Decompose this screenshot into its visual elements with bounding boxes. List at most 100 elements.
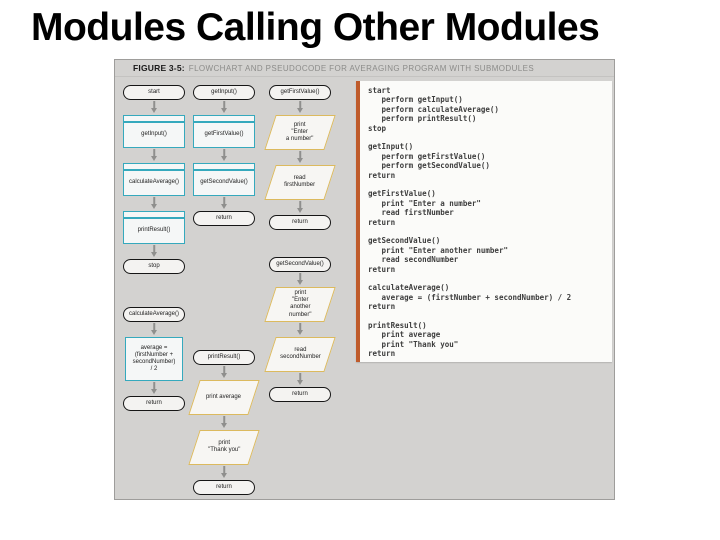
arrow-down-icon [265,200,335,215]
flowchart-node-terminator: stop [123,259,185,274]
flowchart-node-label: printResult() [207,353,241,360]
arrow-down-icon [191,100,257,115]
arrow-down-icon [265,372,335,387]
flowchart-node-module: calculateAverage() [123,163,185,196]
pseudocode-line: perform getSecondValue() [368,161,490,171]
flowchart-node-module: getInput() [123,115,185,148]
pseudocode-line: calculateAverage() [368,283,450,293]
arrow-down-icon [191,196,257,211]
figure-panel: FIGURE 3-5: FLOWCHART AND PSEUDOCODE FOR… [114,59,615,500]
flowchart-segment-getFirstValue: getFirstValue() print "Enter a number" rea… [264,85,336,230]
figure-caption: FLOWCHART AND PSEUDOCODE FOR AVERAGING P… [188,63,535,73]
flowchart-segment-calculateAverage: calculateAverage() average = (firstNumber… [121,307,187,411]
arrow-down-icon [121,381,187,396]
flowchart-node-io: print "Enter another number" [264,287,336,322]
flowchart-node-label: getSecondValue() [200,178,248,185]
flowchart-node-label: getFirstValue() [280,88,320,95]
pseudocode-line: average = (firstNumber + secondNumber) /… [368,292,572,302]
pseudocode-line: getInput() [368,142,414,152]
flowchart-node-label: return [146,399,162,406]
pseudocode-line: return [368,170,396,180]
flowchart-node-label: return [216,483,232,490]
arrow-down-icon [121,148,187,163]
flowchart-node-label: calculateAverage() [129,178,179,185]
flowchart-node-terminator: return [123,396,185,411]
flowchart-node-label: return [292,390,308,397]
flowchart-node-label: read secondNumber [279,347,321,361]
flowchart: start getInput() calculateAverage() printRe… [115,60,614,499]
flowchart-node-label: print "Thank you" [207,440,241,454]
arrow-down-icon [265,150,335,165]
pseudocode-line: perform getFirstValue() [368,151,486,161]
arrow-down-icon [121,100,187,115]
flowchart-node-io: read secondNumber [264,337,336,372]
pseudocode-line: perform getInput() [368,95,463,105]
flowchart-node-label: getSecondValue() [276,260,324,267]
pseudocode-line [368,133,606,142]
pseudocode-line: perform printResult() [368,114,477,124]
flowchart-node-label: getInput() [141,130,167,137]
flowchart-node-label: getInput() [211,88,237,95]
figure-label: FIGURE 3-5: [133,63,185,73]
arrow-down-icon [265,272,335,287]
pseudocode-line: start [368,86,391,95]
pseudocode-line: return [368,302,396,312]
pseudocode-line: stop [368,123,387,133]
pseudocode-line: read secondNumber [368,255,459,265]
arrow-down-icon [191,415,257,430]
flowchart-segment-main: start getInput() calculateAverage() printRe… [121,85,187,274]
flowchart-node-label: printResult() [137,226,171,233]
pseudocode-line: return [368,264,396,274]
flowchart-node-terminator: start [123,85,185,100]
flowchart-node-io: print "Enter a number" [264,115,336,150]
arrow-down-icon [191,465,257,480]
flowchart-node-terminator: return [193,211,255,226]
flowchart-node-label: print "Enter a number" [286,121,314,143]
flowchart-node-terminator: printResult() [193,350,255,365]
flowchart-node-terminator: return [269,387,331,402]
flowchart-node-terminator: getInput() [193,85,255,100]
flowchart-node-label: return [216,214,232,221]
pseudocode-line: read firstNumber [368,208,454,218]
pseudocode-line: print "Enter a number" [368,198,481,208]
flowchart-node-label: getFirstValue() [204,130,244,137]
flowchart-node-terminator: calculateAverage() [123,307,185,322]
flowchart-node-label: read firstNumber [284,175,316,189]
flowchart-node-module: printResult() [123,211,185,244]
flowchart-node-io: print "Thank you" [188,430,260,465]
flowchart-node-io: print average [188,380,260,415]
pseudocode-line [368,227,606,236]
arrow-down-icon [191,148,257,163]
pseudocode-line: getFirstValue() [368,189,436,199]
flowchart-node-label: calculateAverage() [129,310,179,317]
flowchart-node-io: read firstNumber [264,165,336,200]
flowchart-node-label: average = (firstNumber + secondNumber) /… [132,344,176,373]
arrow-down-icon [121,322,187,337]
arrow-down-icon [121,196,187,211]
pseudocode-listing: start perform getInput() perform calcula… [368,86,606,359]
flowchart-node-terminator: return [193,480,255,495]
flowchart-node-module: getSecondValue() [193,163,255,196]
arrow-down-icon [265,322,335,337]
pseudocode-line: print "Thank you" [368,339,459,349]
pseudocode-line: getSecondValue() [368,236,441,246]
pseudocode-line [368,180,606,189]
pseudocode-line: return [368,217,396,227]
flowchart-node-label: print "Enter another number" [288,290,312,318]
flowchart-node-terminator: return [269,215,331,230]
flowchart-segment-getSecondValue: getSecondValue() print "Enter another num… [264,257,336,402]
pseudocode-line [368,274,606,283]
pseudocode-line: return [368,349,396,359]
pseudocode-line: print average [368,330,441,340]
flowchart-node-terminator: getSecondValue() [269,257,331,272]
flowchart-node-label: return [292,218,308,225]
pseudocode-line [368,312,606,321]
slide-title: Modules Calling Other Modules [31,6,600,49]
pseudocode-panel: start perform getInput() perform calcula… [356,81,612,362]
pseudocode-line: printResult() [368,321,427,331]
flowchart-node-terminator: getFirstValue() [269,85,331,100]
arrow-down-icon [191,365,257,380]
flowchart-segment-getInput: getInput() getFirstValue() getSecondValue(… [191,85,257,226]
figure-header: FIGURE 3-5: FLOWCHART AND PSEUDOCODE FOR… [115,60,614,77]
arrow-down-icon [121,244,187,259]
